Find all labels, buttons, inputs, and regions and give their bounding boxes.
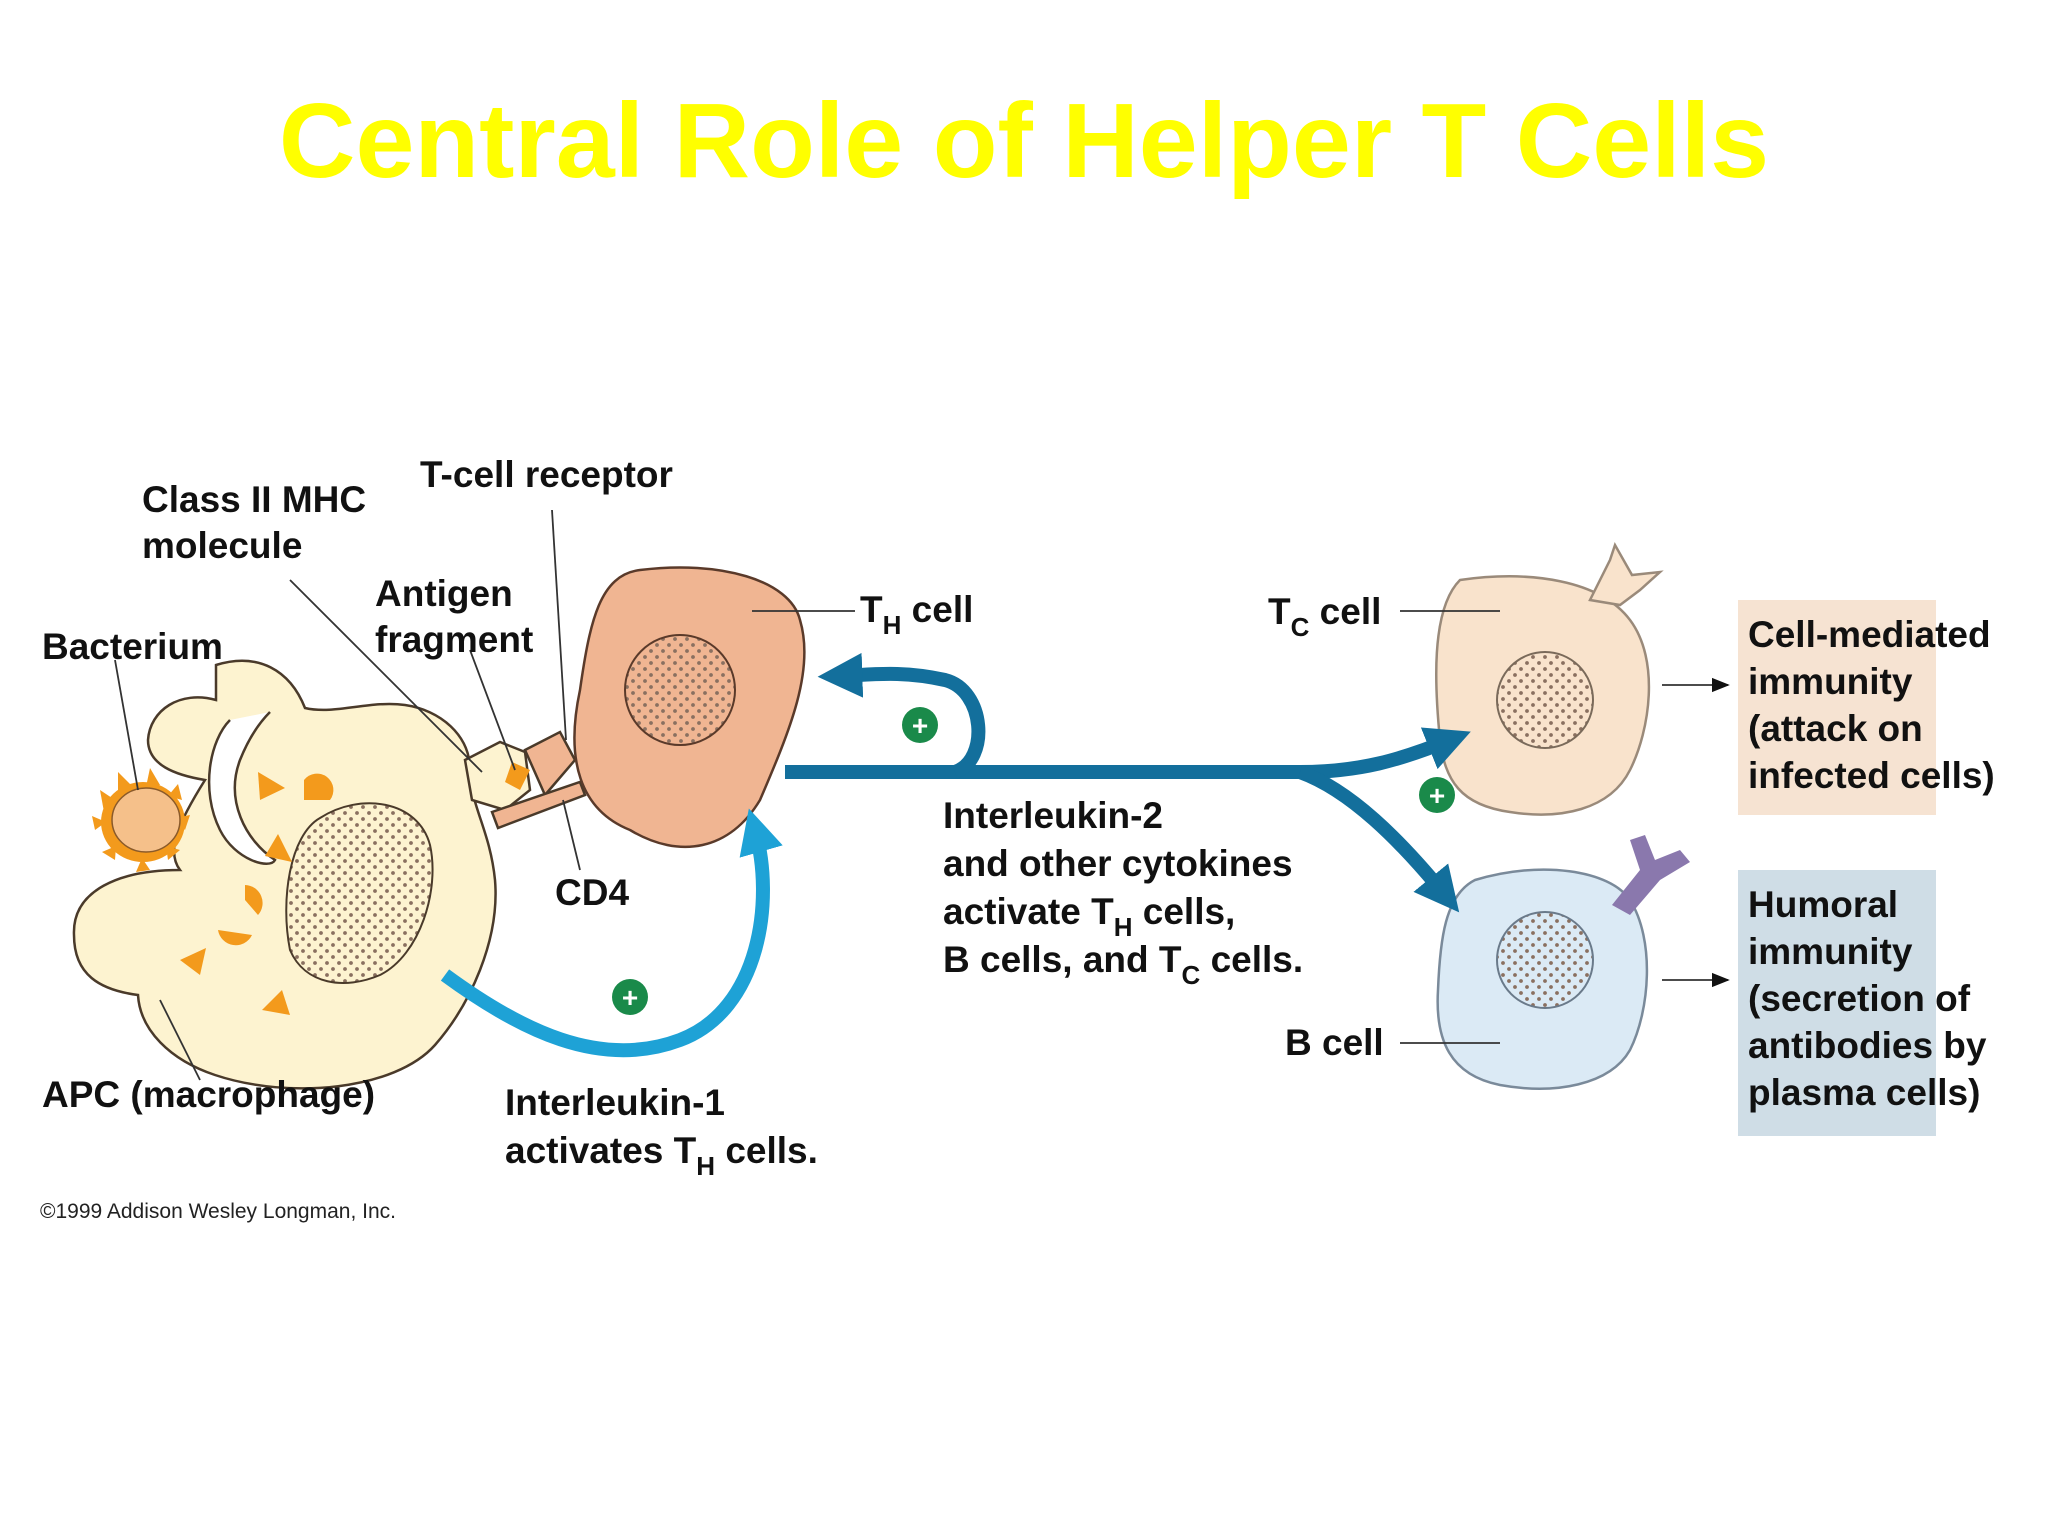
- label-cell-mediated-immunity: Cell-mediated immunity (attack on infect…: [1748, 614, 1995, 796]
- cell-mediated-box: [1738, 600, 1936, 815]
- antigen-fragments: [180, 772, 334, 1015]
- slide-title: Central Role of Helper T Cells: [278, 82, 1770, 200]
- svg-text:and other cytokines: and other cytokines: [943, 843, 1293, 884]
- svg-text:B cells, and TC cells.: B cells, and TC cells.: [943, 939, 1303, 990]
- plus-badge-th-loop: +: [902, 707, 938, 743]
- svg-text:(secretion of: (secretion of: [1748, 978, 1971, 1019]
- label-bacterium: Bacterium: [42, 626, 223, 667]
- tc-cell: [1434, 541, 1664, 816]
- label-cd4: CD4: [555, 872, 629, 913]
- svg-text:plasma cells): plasma cells): [1748, 1072, 1980, 1113]
- interleukin-2-arrows: [785, 652, 1471, 913]
- label-t-cell-receptor: T-cell receptor: [420, 454, 673, 495]
- apc-macrophage: [72, 659, 497, 1090]
- svg-text:Cell-mediated: Cell-mediated: [1748, 614, 1991, 655]
- svg-text:immunity: immunity: [1748, 661, 1913, 702]
- th-cell: [573, 566, 806, 849]
- svg-text:Interleukin-1: Interleukin-1: [505, 1082, 725, 1123]
- svg-text:(attack on: (attack on: [1748, 708, 1923, 749]
- copyright-notice: ©1999 Addison Wesley Longman, Inc.: [40, 1200, 396, 1223]
- label-antigen: Antigen: [375, 573, 513, 614]
- b-cell: [1436, 835, 1690, 1090]
- svg-text:activate TH cells,: activate TH cells,: [943, 891, 1235, 942]
- label-humoral-immunity: Humoral immunity (secretion of antibodie…: [1748, 884, 1987, 1113]
- humoral-box: [1738, 870, 1936, 1136]
- leader-lines: [114, 509, 1730, 1081]
- svg-text:+: +: [1429, 780, 1445, 811]
- label-th-cell: TH cell: [860, 589, 973, 640]
- label-interleukin-1: Interleukin-1 activates TH cells.: [505, 1082, 818, 1181]
- label-class-ii-mhc-line2: molecule: [142, 525, 302, 566]
- svg-text:+: +: [622, 982, 638, 1013]
- label-tc-cell: TC cell: [1268, 591, 1381, 642]
- svg-text:antibodies by: antibodies by: [1748, 1025, 1987, 1066]
- mhc-tcr-complex: [463, 730, 587, 830]
- svg-text:Interleukin-2: Interleukin-2: [943, 795, 1163, 836]
- plus-badge-split: +: [1419, 777, 1455, 813]
- label-b-cell: B cell: [1285, 1022, 1384, 1063]
- label-class-ii-mhc: Class II MHC: [142, 479, 366, 520]
- plus-badge-il1: +: [612, 979, 648, 1015]
- svg-text:Humoral: Humoral: [1748, 884, 1898, 925]
- svg-text:+: +: [912, 710, 928, 741]
- interleukin-1-arrow: [440, 808, 783, 1058]
- svg-text:immunity: immunity: [1748, 931, 1913, 972]
- label-apc: APC (macrophage): [42, 1074, 375, 1115]
- label-fragment: fragment: [375, 619, 533, 660]
- bacterium: [92, 768, 190, 872]
- svg-text:activates TH cells.: activates TH cells.: [505, 1130, 818, 1181]
- svg-text:infected cells): infected cells): [1748, 755, 1995, 796]
- label-interleukin-2: Interleukin-2 and other cytokines activa…: [943, 795, 1303, 990]
